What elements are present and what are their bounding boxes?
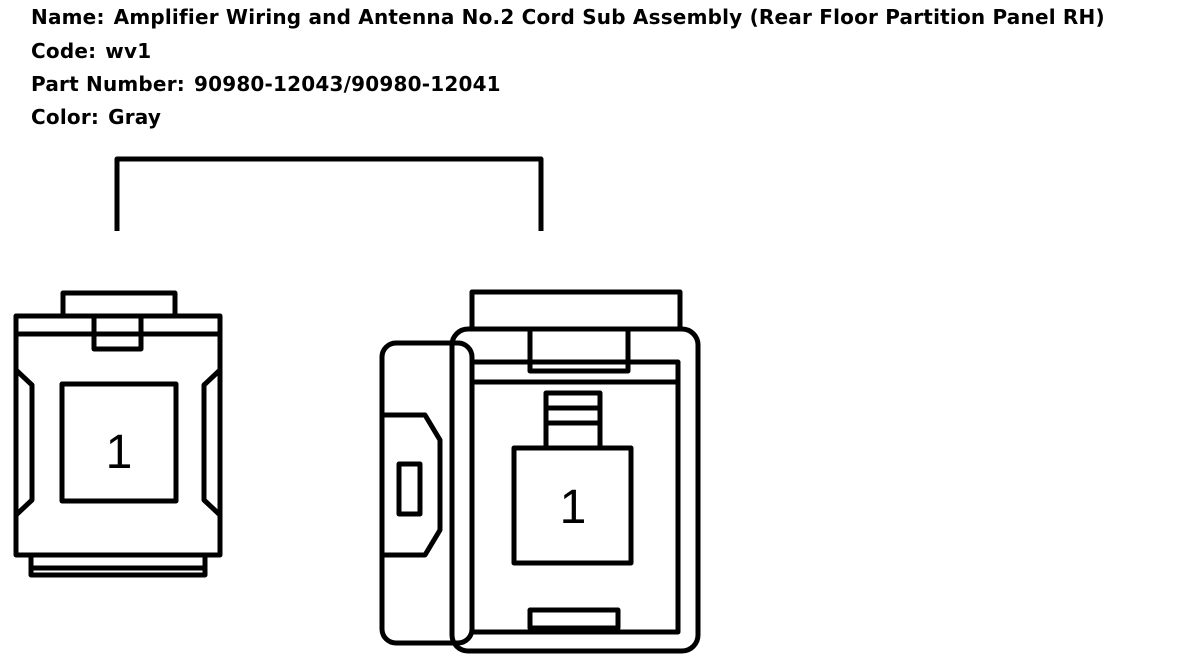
left-pin-cavity (59, 381, 179, 504)
right-top-tab (469, 289, 683, 329)
color-row: Color: Gray (31, 105, 161, 129)
left-side-rib (14, 368, 35, 517)
right-pin-number: 1 (560, 481, 587, 534)
right-side-bulge (382, 412, 443, 558)
part-number-row: Part Number: 90980-12043/90980-12041 (31, 72, 501, 96)
name-row: Name: Amplifier Wiring and Antenna No.2 C… (31, 5, 1105, 29)
code-value: wv1 (105, 39, 152, 63)
color-label: Color: (31, 105, 100, 129)
code-row: Code: wv1 (31, 39, 151, 63)
right-inner-frame (469, 359, 681, 635)
left-body (13, 313, 223, 558)
name-value: Amplifier Wiring and Antenna No.2 Cord S… (113, 5, 1105, 29)
code-label: Code: (31, 39, 97, 63)
right-latch-block (527, 326, 631, 374)
right-connector: 1 (379, 289, 701, 654)
color-value: Gray (108, 105, 162, 129)
left-top-tab (60, 290, 178, 317)
mating-bracket (114, 156, 544, 231)
right-side-lock (396, 461, 423, 517)
left-bottom-foot (28, 555, 208, 578)
right-pin-cavity (511, 445, 634, 566)
left-connector: 1 (13, 290, 223, 578)
right-side-housing (379, 340, 475, 646)
right-side-rib (201, 368, 222, 517)
name-label: Name: (31, 5, 105, 29)
part-number-value: 90980-12043/90980-12041 (193, 72, 501, 96)
left-pin-number: 1 (106, 426, 133, 479)
part-number-label: Part Number: (31, 72, 185, 96)
right-bottom-slot (527, 607, 621, 631)
